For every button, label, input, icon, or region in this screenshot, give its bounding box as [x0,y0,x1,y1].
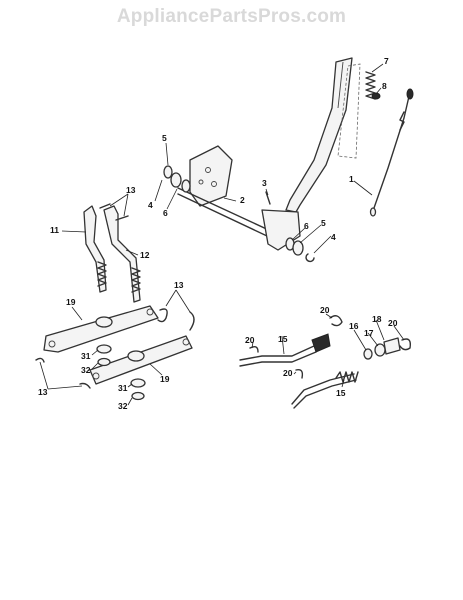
callout-7: 7 [384,56,389,66]
callout-19a: 19 [66,297,76,307]
callout-15a: 15 [278,334,288,344]
knob-8 [371,92,381,100]
callout-6b: 6 [304,221,309,231]
bracket-plate [189,145,233,207]
callout-2: 2 [240,195,245,205]
callout-15b: 15 [336,388,346,398]
callout-3: 3 [262,178,267,188]
callout-18: 18 [372,314,382,324]
callout-labels: 1 2 3 4 4 5 5 6 6 7 8 11 12 13 13 13 15 … [38,56,398,411]
callout-31a: 31 [81,351,91,361]
lift-arm-11 [83,205,107,293]
callout-20b: 20 [245,335,255,345]
bushings-31-32 [96,344,146,401]
hanger-link-19-upper [43,305,159,353]
leader-lines [39,63,405,406]
callout-5b: 5 [321,218,326,228]
callout-16: 16 [349,321,359,331]
callout-32a: 32 [81,365,91,375]
rod-1 [369,88,414,217]
callout-31b: 31 [118,383,128,393]
callout-4a: 4 [148,200,153,210]
callout-20d: 20 [388,318,398,328]
callout-1: 1 [349,174,354,184]
pin-3 [265,191,271,205]
callout-13a: 13 [126,185,136,195]
clips-20 [249,315,412,379]
callout-20c: 20 [283,368,293,378]
callout-6a: 6 [163,208,168,218]
callout-12: 12 [140,250,150,260]
callout-13c: 13 [38,387,48,397]
callout-19b: 19 [160,374,170,384]
clevis-pins-13-upper [99,203,129,221]
rod-15-lower [291,371,359,409]
callout-20a: 20 [320,305,330,315]
spring-7 [365,71,376,100]
watermark-text: AppliancePartsPros.com [116,6,347,27]
hairpins-13-lower [35,308,195,389]
fittings-16-17-18 [363,337,401,360]
callout-11: 11 [50,225,59,235]
lift-arm-12 [103,205,141,303]
callout-8: 8 [382,81,387,91]
lift-handle [285,57,361,213]
callout-13b: 13 [174,280,184,290]
callout-17: 17 [364,328,374,338]
rod-15-upper [239,333,331,367]
hardware-left [163,165,191,193]
callout-4b: 4 [331,232,336,242]
callout-5a: 5 [162,133,167,143]
hardware-right [285,237,315,263]
hanger-link-19-lower [89,335,193,385]
callout-32b: 32 [118,401,128,411]
